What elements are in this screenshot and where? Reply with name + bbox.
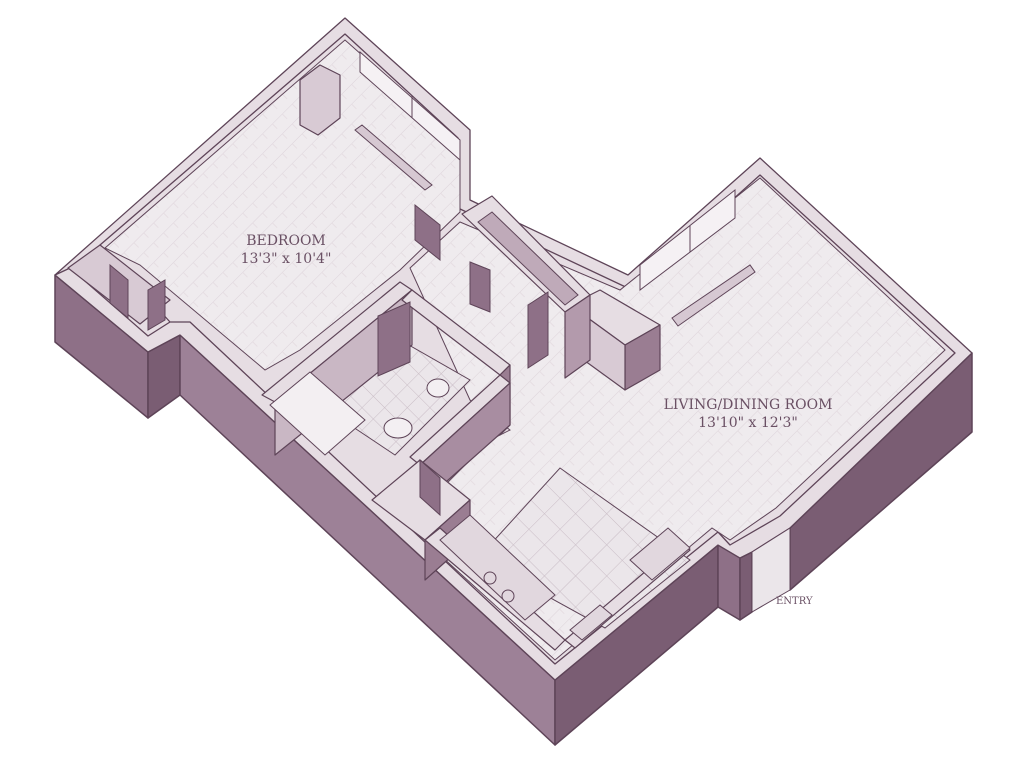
entry-opening[interactable] (751, 527, 791, 613)
wing-door-2[interactable] (147, 279, 166, 331)
stove-burner (483, 571, 497, 585)
closet-door-2[interactable] (419, 458, 441, 517)
bedroom-name: BEDROOM (246, 233, 326, 249)
entry-label: ENTRY (776, 596, 813, 607)
bedroom-radiator (354, 124, 433, 191)
bathtub (269, 371, 366, 456)
kitchen-counter (439, 514, 556, 621)
exterior-walls (54, 274, 973, 746)
living-dims: 13'10" x 12'3" (698, 415, 798, 431)
bedroom-door[interactable] (414, 203, 441, 262)
sink (383, 417, 413, 439)
toilet (426, 378, 450, 398)
closet-door[interactable] (527, 291, 549, 369)
living-window[interactable] (639, 188, 736, 292)
hall-door[interactable] (469, 261, 491, 313)
wing-door[interactable] (109, 263, 129, 320)
living-radiator (671, 264, 756, 327)
labels: BEDROOM 13'3" x 10'4" LIVING/DINING ROOM… (241, 233, 833, 607)
doors (109, 203, 549, 517)
living-name: LIVING/DINING ROOM (664, 397, 833, 413)
hall-closet-face (564, 294, 591, 379)
windows (359, 50, 791, 613)
wall-face-entry-jamb (739, 551, 753, 621)
kitchen-cabinet (629, 527, 691, 581)
kitchen-fixtures (439, 514, 691, 641)
hall-shelving (477, 211, 579, 306)
bathroom-door[interactable] (377, 301, 411, 377)
bedroom-window[interactable] (359, 50, 461, 162)
stove-burner-2 (501, 589, 515, 603)
kitchen-sink (569, 604, 613, 641)
built-ins (354, 124, 756, 327)
bath-fixtures (269, 371, 450, 456)
bedroom-column (299, 64, 341, 136)
bedroom-dims: 13'3" x 10'4" (241, 251, 332, 267)
